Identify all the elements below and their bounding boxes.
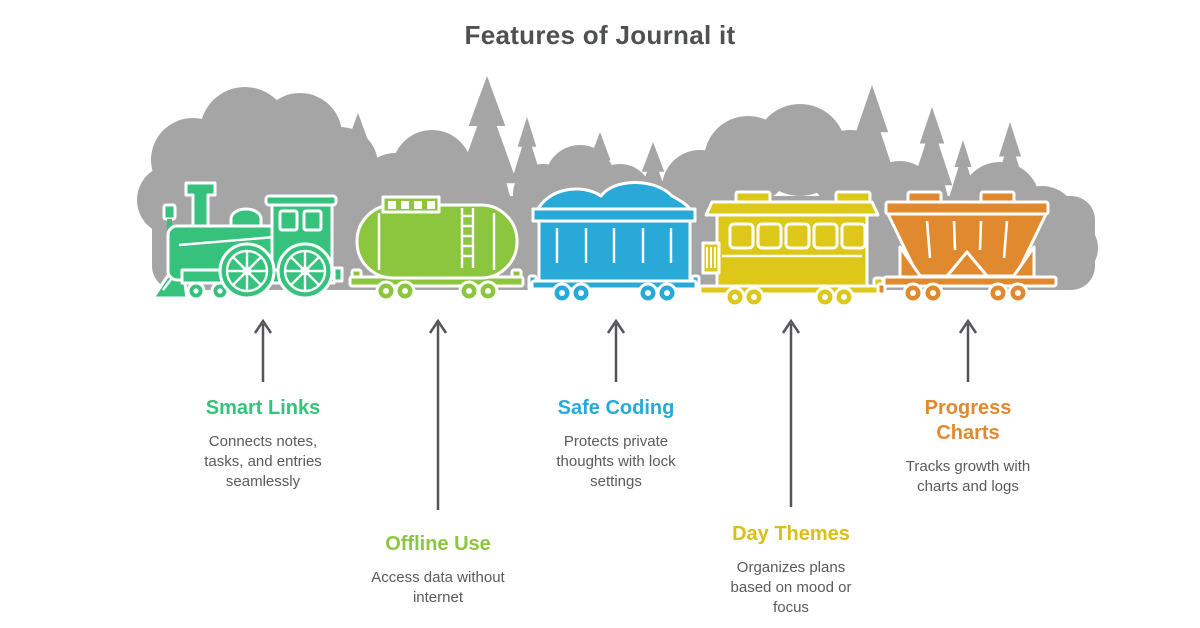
driving-wheel <box>218 242 276 300</box>
steam-dome <box>229 207 263 228</box>
roof <box>704 200 880 217</box>
arrow-up-progress-charts <box>958 318 978 382</box>
page-title: Features of Journal it <box>464 20 736 50</box>
feature-day-themes: Day Themes Organizes plans based on mood… <box>691 522 891 618</box>
underframe <box>882 275 1058 288</box>
feature-description: Tracks growth with charts and logs <box>905 458 1031 495</box>
feature-description: Protects private thoughts with lock sett… <box>556 433 676 490</box>
feature-safe-coding: Safe Coding Protects private thoughts wi… <box>521 396 711 492</box>
passenger-car <box>698 190 885 308</box>
driving-wheel <box>276 242 334 300</box>
feature-description: Access data without internet <box>371 569 505 606</box>
coach-window <box>784 222 811 250</box>
cab-window <box>302 209 323 232</box>
cab-window <box>278 209 299 232</box>
feature-description: Organizes plans based on mood or focus <box>730 559 852 616</box>
tank-car <box>348 195 525 302</box>
coach-window <box>840 222 867 250</box>
arrow-up-smart-links <box>253 318 273 382</box>
top-rim <box>884 200 1050 216</box>
arrow-up-day-themes <box>781 318 801 507</box>
tank-top-box <box>381 195 441 214</box>
feature-smart-links: Smart Links Connects notes, tasks, and e… <box>168 396 358 492</box>
ladder <box>460 208 475 268</box>
arrow-up-offline-use <box>428 318 448 510</box>
pointer-arrows <box>253 318 978 510</box>
feature-label: Smart Links <box>205 397 321 419</box>
feature-label: Offline Use <box>385 533 491 555</box>
coach-window <box>728 222 755 250</box>
feature-description: Connects notes, tasks, and entries seaml… <box>204 433 322 490</box>
cargo-load <box>535 181 693 213</box>
feature-progress-charts: Progress Charts Tracks growth with chart… <box>873 396 1063 497</box>
feature-label: Day Themes <box>732 523 850 545</box>
steam-locomotive-car <box>151 181 344 301</box>
coach-window <box>812 222 839 250</box>
feature-offline-use: Offline Use Access data without internet <box>338 532 538 608</box>
coach-window <box>756 222 783 250</box>
gondola-car <box>527 181 701 304</box>
hopper-car <box>876 190 1058 304</box>
top-rim <box>531 207 697 223</box>
arrow-up-safe-coding <box>606 318 626 382</box>
feature-label: Safe Coding <box>557 397 675 419</box>
feature-label: Progress Charts <box>924 397 1012 444</box>
